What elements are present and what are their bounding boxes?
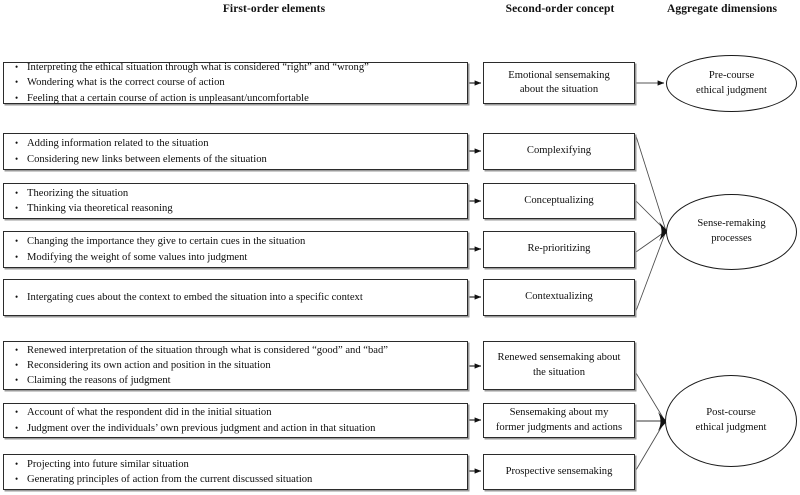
list-item-text: Judgment over the individuals’ own previ…	[27, 422, 376, 434]
list-item: • Considering new links between elements …	[10, 152, 463, 167]
list-item-text: Wondering what is the correct course of …	[27, 77, 225, 89]
list-item-text: Feeling that a certain course of action …	[27, 92, 309, 104]
list-item-text: Interpreting the ethical situation throu…	[27, 62, 369, 74]
list-item: • Thinking via theoretical reasoning	[10, 201, 463, 216]
second-order-label: Conceptualizing	[524, 194, 594, 206]
bullet-icon: •	[15, 359, 19, 370]
bullet-icon: •	[15, 344, 19, 355]
first-order-box-1[interactable]: • Interpreting the ethical situation thro…	[3, 62, 468, 104]
list-item-text: Considering new links between elements o…	[27, 153, 267, 165]
list-item: • Intergating cues about the context to e…	[10, 290, 463, 305]
list-item: • Judgment over the individuals’ own prev…	[10, 421, 463, 436]
bullet-icon: •	[15, 236, 19, 247]
second-order-box-renewed-sensemaking[interactable]: Renewed sensemaking about the situation	[483, 341, 635, 390]
first-order-box-2[interactable]: • Adding information related to the situa…	[3, 133, 468, 170]
bullet-icon: •	[15, 291, 19, 302]
bullet-icon: •	[15, 92, 19, 103]
bullet-icon: •	[15, 375, 19, 386]
bullet-icon: •	[15, 474, 19, 484]
first-order-box-5[interactable]: • Intergating cues about the context to e…	[3, 279, 468, 316]
aggregate-label-line2: ethical judgment	[695, 422, 767, 433]
bullet-icon: •	[15, 138, 19, 149]
second-order-box-re-prioritizing[interactable]: Re-prioritizing	[483, 231, 635, 268]
list-item-text: Theorizing the situation	[27, 187, 129, 199]
aggregate-label-line1: Pre-course	[708, 69, 755, 81]
column-header-second-order: Second-order concept	[505, 3, 615, 15]
list-item-text: Changing the importance they give to cer…	[27, 236, 306, 248]
first-order-box-3[interactable]: • Theorizing the situation • Thinking via …	[3, 183, 468, 219]
second-order-label-line1: Emotional sensemaking	[508, 69, 610, 81]
list-item-text: Renewed interpretation of the situation …	[27, 344, 388, 356]
second-order-box-complexifying[interactable]: Complexifying	[483, 133, 635, 170]
aggregate-label-line2: processes	[711, 233, 752, 244]
list-item-text: Claiming the reasons of judgment	[27, 375, 171, 387]
list-item-text: Account of what the respondent did in th…	[27, 407, 272, 419]
bullet-icon: •	[15, 203, 19, 213]
list-item: • Theorizing the situation	[10, 186, 463, 201]
list-item: • Changing the importance they give to ce…	[10, 234, 463, 249]
second-order-box-contextualizing[interactable]: Contextualizing	[483, 279, 635, 316]
second-order-label-line2: about the situation	[519, 84, 599, 95]
second-order-box-sensemaking-former-judgments[interactable]: Sensemaking about my former judgments an…	[483, 403, 635, 438]
aggregate-label-line1: Sense-remaking	[697, 218, 766, 230]
column-header-first-order: First-order elements	[222, 3, 326, 15]
list-item: • Projecting into future similar situatio…	[10, 457, 463, 472]
list-item-text: Adding information related to the situat…	[27, 138, 209, 150]
second-order-label: Prospective sensemaking	[505, 465, 613, 477]
aggregate-ellipse-pre-course[interactable]: Pre-course ethical judgment	[666, 55, 797, 112]
second-order-box-prospective-sensemaking[interactable]: Prospective sensemaking	[483, 454, 635, 490]
bullet-icon: •	[15, 251, 19, 262]
list-item-text: Thinking via theoretical reasoning	[27, 203, 173, 214]
second-order-box-emotional-sensemaking[interactable]: Emotional sensemaking about the situatio…	[483, 62, 635, 104]
aggregate-label: Post-course ethical judgment	[696, 406, 767, 435]
aggregate-label: Pre-course ethical judgment	[696, 69, 767, 98]
list-item-text: Intergating cues about the context to em…	[27, 291, 363, 303]
list-item: • Claiming the reasons of judgment	[10, 373, 463, 388]
bullet-icon: •	[15, 77, 19, 88]
list-item: • Modifying the weight of some values int…	[10, 250, 463, 265]
list-item: • Renewed interpretation of the situation…	[10, 343, 463, 358]
list-item: • Reconsidering its own action and positi…	[10, 358, 463, 373]
second-order-label: Contextualizing	[525, 291, 593, 303]
aggregate-label-line1: Post-course	[706, 407, 756, 419]
list-item: • Wondering what is the correct course of…	[10, 75, 463, 90]
first-order-box-6[interactable]: • Renewed interpretation of the situation…	[3, 341, 468, 390]
second-order-label: Emotional sensemaking about the situatio…	[508, 69, 610, 98]
list-item: • Feeling that a certain course of action…	[10, 91, 463, 106]
aggregate-label: Sense-remaking processes	[697, 217, 765, 246]
second-order-label-line1: Sensemaking about my	[509, 407, 609, 419]
second-order-box-conceptualizing[interactable]: Conceptualizing	[483, 183, 635, 219]
bullet-icon: •	[15, 62, 19, 73]
second-order-label-line1: Renewed sensemaking about	[497, 352, 621, 364]
bullet-icon: •	[15, 153, 19, 164]
bullet-icon: •	[15, 422, 19, 433]
list-item: • Interpreting the ethical situation thro…	[10, 60, 463, 75]
second-order-label-line2: former judgments and actions	[495, 421, 623, 433]
aggregate-label-line2: ethical judgment	[696, 84, 767, 96]
second-order-label: Sensemaking about my former judgments an…	[496, 406, 622, 435]
first-order-box-7[interactable]: • Account of what the respondent did in t…	[3, 403, 468, 438]
list-item: • Generating principles of action from th…	[10, 472, 463, 487]
bullet-icon: •	[15, 458, 19, 469]
aggregate-ellipse-post-course[interactable]: Post-course ethical judgment	[665, 375, 797, 467]
list-item: • Account of what the respondent did in t…	[10, 405, 463, 420]
bullet-icon: •	[15, 187, 19, 198]
list-item-text: Projecting into future similar situation	[27, 458, 189, 470]
first-order-box-8[interactable]: • Projecting into future similar situatio…	[3, 454, 468, 490]
aggregate-ellipse-sense-remaking[interactable]: Sense-remaking processes	[666, 194, 797, 270]
bullet-icon: •	[15, 407, 19, 418]
second-order-label: Complexifying	[526, 145, 592, 157]
first-order-box-4[interactable]: • Changing the importance they give to ce…	[3, 231, 468, 268]
column-header-aggregate: Aggregate dimensions	[666, 3, 778, 15]
list-item: • Adding information related to the situa…	[10, 136, 463, 151]
list-item-text: Generating principles of action from the…	[27, 474, 313, 485]
list-item-text: Reconsidering its own action and positio…	[27, 359, 271, 371]
list-item-text: Modifying the weight of some values into…	[27, 251, 248, 263]
second-order-label-line2: the situation	[532, 366, 586, 378]
second-order-label: Re-prioritizing	[527, 243, 591, 255]
second-order-label: Renewed sensemaking about the situation	[498, 351, 621, 380]
